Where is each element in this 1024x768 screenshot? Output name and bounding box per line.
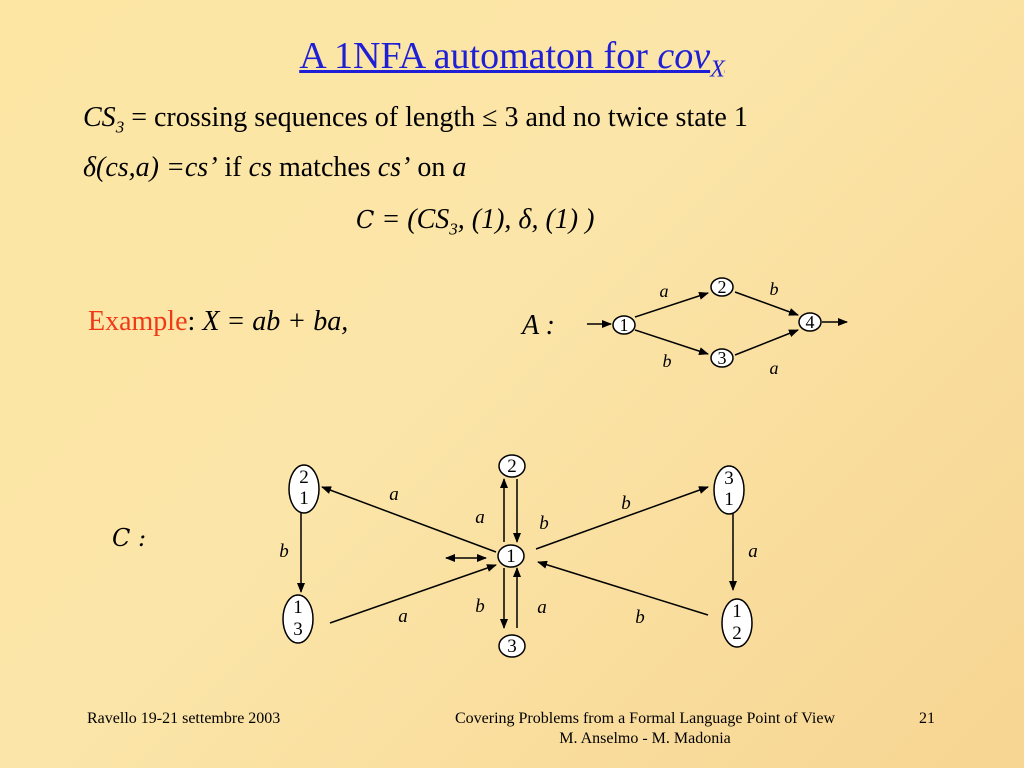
- c-state-12-bottom: 2: [732, 623, 742, 644]
- a-state-1-label: 1: [620, 315, 629, 335]
- cs3-description: = crossing sequences of length ≤ 3 and n…: [124, 102, 748, 133]
- on-word: on: [410, 152, 453, 183]
- c-label-31-to-12: a: [748, 541, 758, 562]
- cs-subscript: 3: [115, 117, 125, 137]
- a-state-3: [710, 348, 734, 368]
- if-word: if: [217, 152, 249, 183]
- c-label-2-to-1: b: [539, 513, 549, 534]
- c-label-13-to-1: a: [398, 606, 408, 627]
- title-subscript: X: [710, 56, 725, 83]
- c-state-31-top: 3: [724, 468, 734, 489]
- c-state-3: [498, 634, 526, 658]
- automaton-c-diagram: 2 1 1 3 2 1 3 3 1 1 2 a b a a b b a b a …: [279, 454, 758, 658]
- c-edge-1-to-21: [321, 486, 497, 553]
- delta-symbol: δ: [83, 152, 97, 183]
- c-equals: = (: [374, 204, 417, 235]
- example-colon: :: [187, 306, 203, 337]
- slide-title: A 1NFA automaton for covX: [0, 34, 1024, 84]
- a-state-4: [798, 312, 822, 332]
- c-state-13: [282, 594, 314, 644]
- c-label-12-to-1: b: [635, 607, 645, 628]
- line-cs3-definition: CS3 = crossing sequences of length ≤ 3 a…: [83, 102, 748, 138]
- c-edge-12-to-1: [537, 560, 709, 616]
- cs-symbol: CS: [83, 102, 116, 133]
- example-label: Example: [88, 306, 188, 337]
- footer-left: Ravello 19-21 settembre 2003: [87, 710, 281, 727]
- footer-center-line1: Covering Problems from a Formal Language…: [454, 710, 835, 727]
- tuple-cs-subscript: 3: [449, 219, 458, 239]
- a-state-2-label: 2: [718, 277, 727, 297]
- c-edge-1-to-31: [535, 486, 709, 550]
- c-state-1-label: 1: [506, 546, 516, 567]
- example-line: Example: X = ab + ba,: [88, 306, 348, 338]
- c-state-31: [713, 465, 745, 515]
- c-label-1-to-21: a: [389, 484, 399, 505]
- c-state-3-label: 3: [507, 636, 517, 657]
- footer-page-number: 21: [919, 710, 935, 727]
- c-state-12: [721, 598, 753, 648]
- c-state-2-label: 2: [507, 456, 517, 477]
- a-label-2-4: b: [770, 279, 779, 299]
- tuple-cs: CS: [416, 204, 450, 235]
- footer-center: Covering Problems from a Formal Language…: [370, 710, 920, 748]
- automaton-c-label: C :: [112, 524, 147, 552]
- c-label-1-to-2: a: [475, 507, 485, 528]
- automaton-a-diagram: 1 2 3 4 a b b a: [587, 277, 848, 378]
- delta-expression: (cs,a) =cs’: [96, 152, 218, 183]
- a-label-1-2: a: [660, 281, 669, 301]
- c-label-3-to-1: a: [537, 597, 547, 618]
- c-edge-13-to-1: [329, 564, 497, 624]
- title-prefix: A 1NFA automaton for: [299, 35, 658, 77]
- line-c-tuple: C = (CS3, (1), δ, (1) ): [356, 204, 594, 240]
- a-edge-1-2: [634, 292, 709, 318]
- matches-word: matches: [271, 152, 378, 183]
- c-state-2: [498, 454, 526, 478]
- a-symbol: a: [452, 152, 467, 183]
- c-symbol: C: [356, 206, 375, 234]
- cs-word: cs: [248, 152, 272, 183]
- c-state-31-bottom: 1: [724, 489, 734, 510]
- automaton-a-label: A :: [522, 310, 555, 341]
- c-state-21: [288, 464, 320, 514]
- a-edge-2-4: [734, 291, 799, 316]
- cs-prime-word: cs’: [377, 152, 411, 183]
- c-state-21-bottom: 1: [299, 488, 309, 509]
- c-state-13-bottom: 3: [293, 619, 303, 640]
- a-state-3-label: 3: [718, 348, 727, 368]
- c-label-1-to-31: b: [621, 493, 631, 514]
- footer-center-line2: M. Anselmo - M. Madonia: [559, 730, 731, 747]
- c-state-1: [497, 544, 525, 568]
- a-state-4-label: 4: [806, 312, 815, 332]
- title-cov: cov: [657, 35, 711, 77]
- a-edge-3-4: [734, 329, 799, 356]
- c-label-1-to-3: b: [475, 596, 485, 617]
- a-state-2: [710, 277, 734, 297]
- c-state-21-top: 2: [299, 467, 309, 488]
- c-state-13-top: 1: [293, 597, 303, 618]
- line-delta-definition: δ(cs,a) =cs’ if cs matches cs’ on a: [83, 152, 466, 184]
- example-formula: X = ab + ba,: [202, 306, 349, 337]
- tuple-rest: , (1), δ, (1) ): [457, 204, 595, 235]
- a-state-1: [612, 315, 636, 335]
- a-label-3-4: a: [770, 358, 779, 378]
- a-label-1-3: b: [663, 351, 672, 371]
- c-state-12-top: 1: [732, 601, 742, 622]
- a-edge-1-3: [634, 329, 709, 355]
- c-label-21-to-13: b: [279, 541, 289, 562]
